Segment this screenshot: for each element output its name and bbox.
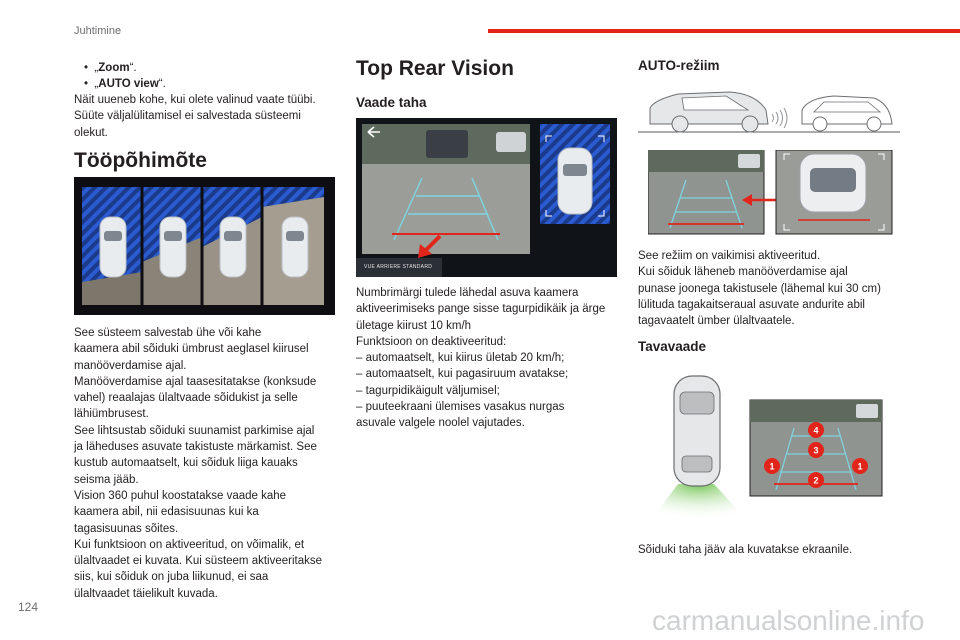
vaade-taha-text: Numbrimärgi tulede lähedal asuva kaamera…: [356, 287, 606, 430]
figure-auto-view-switch: [648, 150, 894, 236]
header-accent-bar: [488, 29, 960, 33]
running-header: Juhtimine: [74, 25, 122, 37]
figure-top-view-sequence: [74, 177, 335, 315]
heading-toopohimote: Tööpõhimõte: [74, 149, 207, 172]
screen-caption: VUE ARRIERE STANDARD: [364, 264, 433, 270]
figure-cars-approaching: [638, 84, 900, 136]
bullet-auto-view: • „AUTO view“.: [84, 78, 166, 90]
figure-rear-camera-screen: VUE ARRIERE STANDARD: [356, 118, 617, 277]
bullet-zoom: • „Zoom“.: [84, 62, 137, 74]
subheading-vaade-taha: Vaade taha: [356, 95, 427, 110]
marker-3: 3: [813, 446, 818, 456]
marker-1-left: 1: [769, 462, 774, 472]
marker-4: 4: [813, 426, 818, 436]
watermark: carmanualsonline.info: [652, 605, 925, 636]
heading-top-rear-vision: Top Rear Vision: [356, 57, 514, 80]
toopohimote-text: See süsteem salvestab ühe või kahe kaame…: [74, 327, 323, 600]
page-number: 124: [18, 600, 39, 614]
intro-paragraph: Näit uueneb kohe, kui olete valinud vaat…: [74, 94, 316, 139]
heading-auto-reziim: AUTO-režiim: [638, 58, 720, 73]
view-type-list: • „Zoom“. • „AUTO view“.: [84, 60, 166, 92]
auto-reziim-text: See režiim on vaikimisi aktiveeritud. Ku…: [638, 250, 881, 328]
marker-2: 2: [813, 476, 818, 486]
figure-normal-view: 1 2 3 4 1: [648, 372, 896, 524]
subheading-tavavaade: Tavavaade: [638, 339, 707, 354]
marker-1-right: 1: [857, 462, 862, 472]
tavavaade-text: Sõiduki taha jääv ala kuvatakse ekraanil…: [638, 544, 853, 556]
